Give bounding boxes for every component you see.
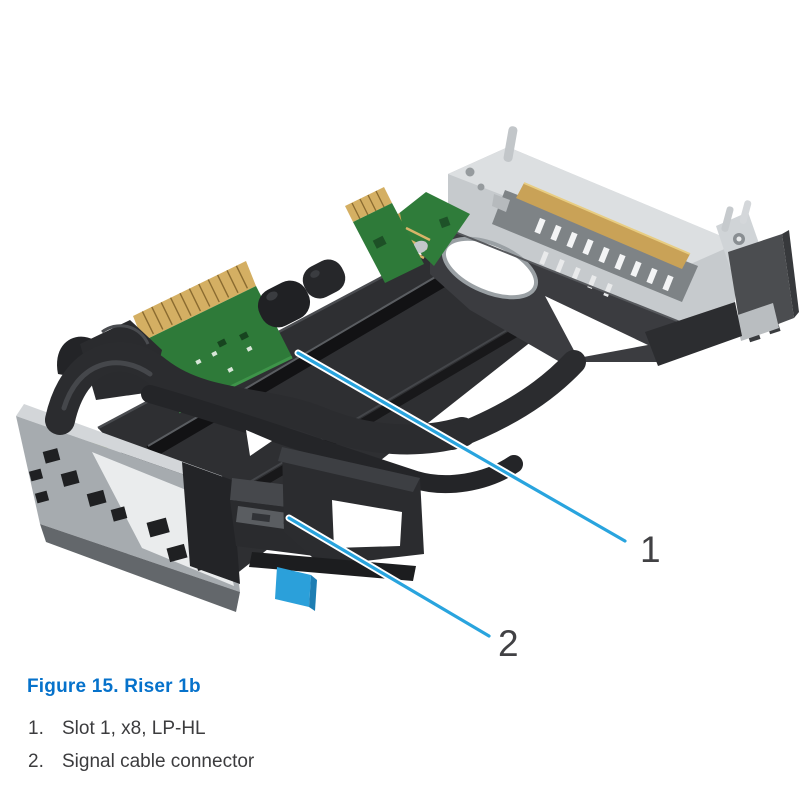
pcb-card-middle [345, 187, 424, 283]
riser-1b-illustration: 1 2 [16, 126, 799, 660]
figure-caption: Figure 15. Riser 1b [27, 676, 201, 697]
plate-triangle-cutout [545, 296, 648, 358]
bracket-vent-holes [534, 217, 674, 292]
callout-line-2 [285, 514, 493, 640]
callout-list: 1. Slot 1, x8, LP-HL 2. Signal cable con… [28, 712, 254, 778]
callout-list-item: 2. Signal cable connector [28, 745, 254, 778]
plate-slots [539, 251, 613, 297]
silver-bracket [448, 126, 762, 332]
callout-list-label: Signal cable connector [62, 751, 255, 772]
callout-list-item: 1. Slot 1, x8, LP-HL [28, 712, 254, 745]
connector-blue-tab [275, 567, 317, 611]
gusset-plate [429, 221, 742, 366]
callout-list-marker: 1. [28, 718, 44, 739]
cable-bands [45, 341, 586, 494]
guide-pin [503, 126, 518, 162]
standoff-grommets [257, 259, 346, 328]
callout-line-1 [294, 349, 629, 545]
bracket-clips [28, 448, 214, 571]
gold-contact-strip [516, 183, 690, 269]
callout-label-1: 1 [640, 529, 661, 570]
callout-list-marker: 2. [28, 751, 44, 772]
callout-list-label: Slot 1, x8, LP-HL [62, 718, 206, 739]
callout-label-2: 2 [498, 623, 519, 660]
bracket-latch [728, 230, 799, 343]
